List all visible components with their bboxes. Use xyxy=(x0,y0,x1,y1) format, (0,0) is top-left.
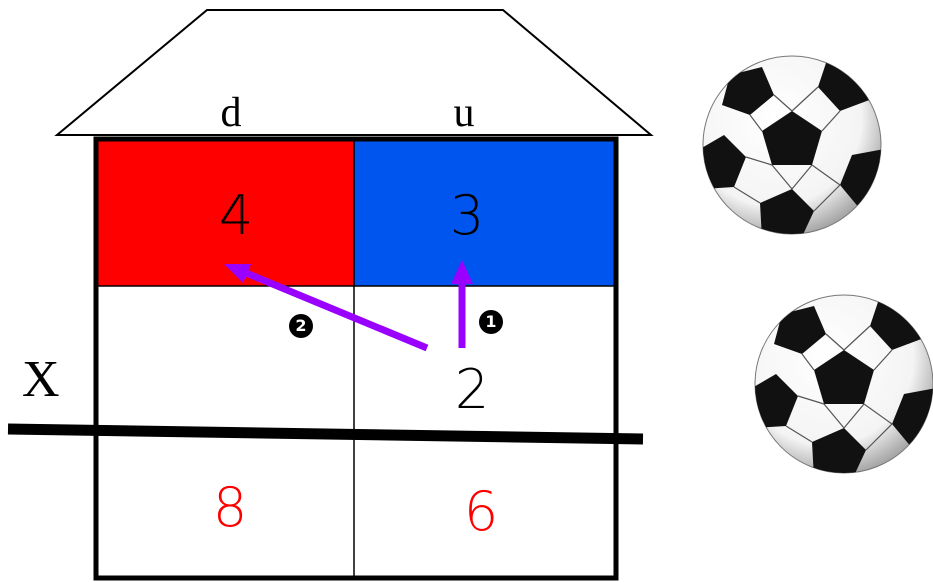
step-marker-one: 1 xyxy=(479,310,503,334)
digit-multiplier-units: 2 xyxy=(454,358,490,421)
step-marker-two: 2 xyxy=(289,314,313,338)
soccer-ball-icon xyxy=(702,55,882,235)
digit-result-tens: 8 xyxy=(212,476,248,539)
tens-cell-fill xyxy=(97,141,354,286)
digit-result-units: 6 xyxy=(463,480,499,543)
units-cell-fill xyxy=(354,141,615,286)
multiplication-sign: X xyxy=(22,351,60,408)
column-label-units: u xyxy=(453,90,475,136)
column-label-tens: d xyxy=(220,90,242,136)
grid-border xyxy=(93,136,619,581)
digit-top-tens: 4 xyxy=(218,184,254,247)
arrow-step-one xyxy=(451,260,473,348)
arrow-step-two xyxy=(224,264,429,352)
digit-top-units: 3 xyxy=(449,184,485,247)
soccer-ball-icon xyxy=(754,294,933,474)
multiplication-bar xyxy=(7,423,644,445)
